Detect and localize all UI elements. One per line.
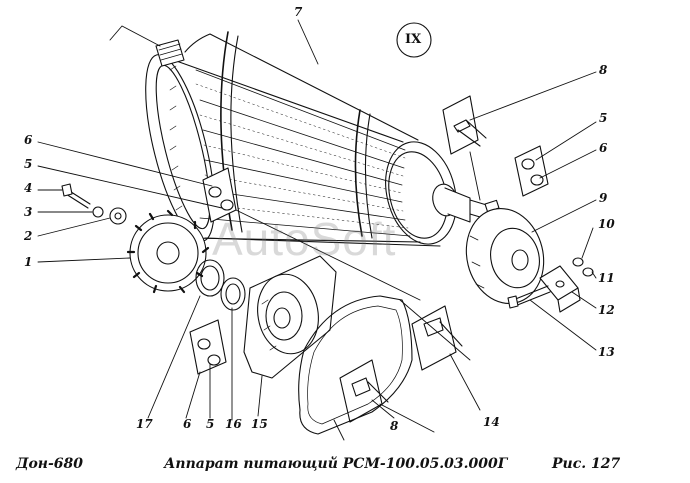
section-mark-label: IX bbox=[405, 32, 422, 47]
bolt-4 bbox=[61, 183, 91, 209]
bolt-long bbox=[507, 285, 551, 309]
callout-6-lower: 6 bbox=[183, 417, 192, 431]
gasket bbox=[298, 295, 413, 435]
footer-figure-number: Рис. 127 bbox=[552, 456, 621, 472]
footer-model: Дон-680 bbox=[16, 456, 84, 472]
callout-3: 3 bbox=[24, 205, 33, 219]
clamp-block bbox=[539, 265, 581, 313]
bolt-kit-upper-right bbox=[442, 95, 487, 155]
callout-16: 16 bbox=[225, 417, 242, 431]
bearing-housing-right bbox=[465, 207, 545, 305]
nut-washer-right bbox=[572, 257, 594, 277]
washer-kit-lower bbox=[189, 319, 227, 375]
seal-16 bbox=[220, 277, 246, 311]
callout-13: 13 bbox=[598, 345, 615, 359]
callout-7: 7 bbox=[294, 5, 303, 19]
callout-10: 10 bbox=[598, 217, 615, 231]
section-mark-circle bbox=[396, 22, 432, 58]
callout-5-lower: 5 bbox=[206, 417, 215, 431]
washer-kit-right bbox=[514, 145, 549, 197]
callout-1: 1 bbox=[24, 255, 33, 269]
flange-housing-left bbox=[243, 255, 337, 379]
callout-14: 14 bbox=[483, 415, 500, 429]
watermark: AutoSoft bbox=[212, 213, 397, 265]
ring-17 bbox=[195, 259, 225, 297]
callout-2: 2 bbox=[24, 229, 33, 243]
callout-17: 17 bbox=[136, 417, 153, 431]
callout-8-lower: 8 bbox=[390, 419, 399, 433]
washer-2 bbox=[109, 207, 127, 225]
callout-9: 9 bbox=[599, 191, 608, 205]
footer-title: Аппарат питающий РСМ-100.05.03.000Г bbox=[164, 456, 508, 472]
bolt-kit-right-mid bbox=[411, 305, 463, 371]
callout-6: 6 bbox=[599, 141, 608, 155]
callout-15: 15 bbox=[251, 417, 268, 431]
callout-12: 12 bbox=[598, 303, 615, 317]
callout-5-left: 5 bbox=[24, 157, 33, 171]
callout-4: 4 bbox=[24, 181, 33, 195]
callout-11: 11 bbox=[598, 271, 615, 285]
callout-6-left: 6 bbox=[24, 133, 33, 147]
callout-5: 5 bbox=[599, 111, 608, 125]
sprocket bbox=[126, 209, 210, 294]
callout-8: 8 bbox=[599, 63, 608, 77]
washer-3 bbox=[92, 206, 104, 218]
leader-lines bbox=[37, 19, 597, 441]
